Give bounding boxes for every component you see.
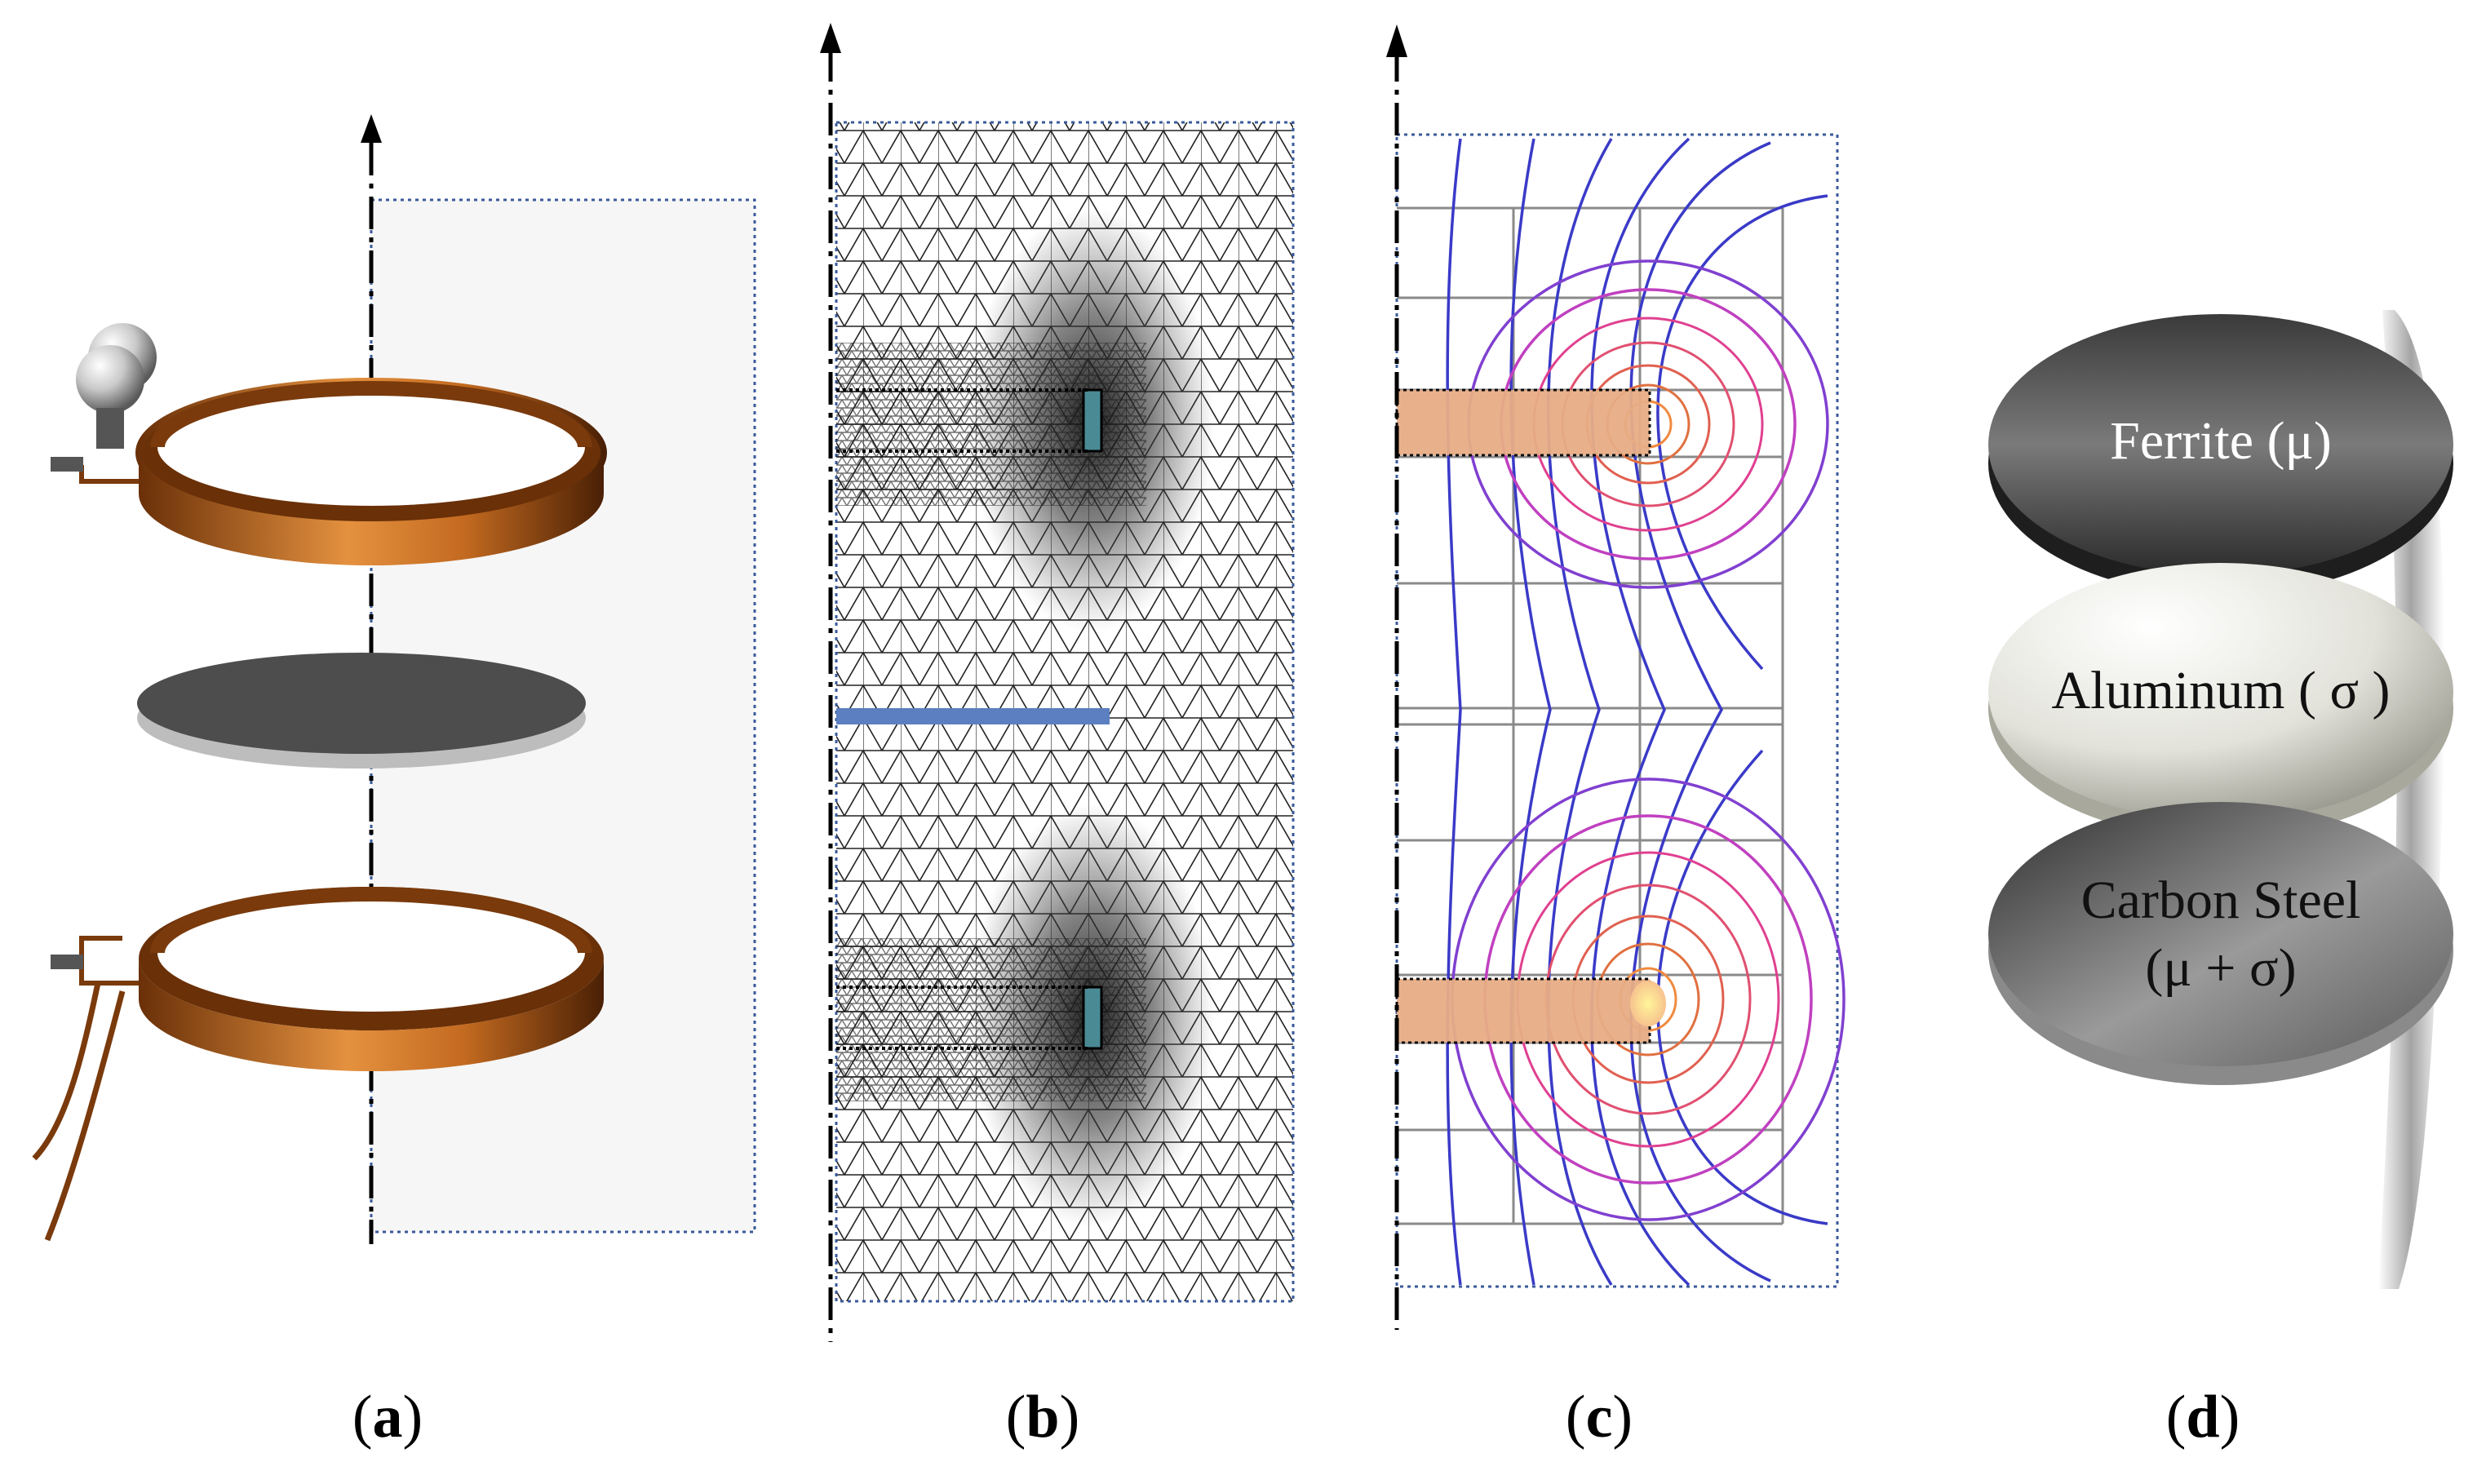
plate-section: [836, 708, 1110, 724]
ferrite-disc: Ferrite (μ): [1988, 314, 2453, 596]
axis-arrow-icon: [361, 114, 382, 143]
aluminum-disc: Aluminum ( σ ): [1988, 563, 2453, 839]
label-letter: b: [1026, 1384, 1060, 1451]
label-paren: ): [402, 1384, 423, 1451]
label-letter: c: [1585, 1384, 1613, 1451]
coil-section: [1082, 388, 1103, 453]
ferrite-label: Ferrite (μ): [2110, 411, 2332, 471]
panel-label-c: (c): [1518, 1383, 1681, 1452]
flux-lines-outer: [1446, 137, 1828, 1287]
panel-label-d: (d): [2121, 1383, 2284, 1452]
panel-b: [820, 23, 1295, 1342]
label-paren: ): [2219, 1384, 2240, 1451]
field-grid: [1397, 206, 1784, 1225]
coil-region: [1395, 977, 1651, 1044]
panel-label-a: (a): [306, 1383, 469, 1452]
aluminum-label: Aluminum ( σ ): [2051, 661, 2390, 720]
lower-coil: [32, 887, 604, 1242]
panel-c: [1386, 24, 1846, 1330]
terminal-icon: [51, 955, 83, 969]
panel-label-b: (b): [961, 1383, 1124, 1452]
label-paren: (: [2165, 1384, 2187, 1451]
label-paren: (: [1005, 1384, 1026, 1451]
upper-coil: [51, 323, 607, 565]
axis-arrow-icon: [820, 23, 841, 53]
label-paren: ): [1059, 1384, 1080, 1451]
panel-a: [32, 114, 756, 1244]
coil-section: [1082, 986, 1103, 1050]
coil-region: [1395, 388, 1651, 457]
test-plate: [137, 653, 586, 769]
label-letter: a: [372, 1384, 403, 1451]
label-paren: (: [352, 1384, 373, 1451]
carbon-steel-label-line1: Carbon Steel: [2081, 870, 2361, 930]
carbon-steel-label-line2: (μ + σ): [2145, 938, 2296, 998]
label-paren: (: [1565, 1384, 1586, 1451]
label-letter: d: [2186, 1384, 2220, 1451]
lead-wire: [32, 982, 101, 1161]
label-paren: ): [1612, 1384, 1633, 1451]
lead-wire: [44, 990, 126, 1242]
sensor-ball-icon: [76, 345, 144, 414]
panel-d: Ferrite (μ) Aluminum ( σ ) Carbon Steel …: [1988, 310, 2453, 1289]
field-peak: [1630, 981, 1666, 1026]
axis-arrow-icon: [1386, 24, 1407, 57]
disc-shadow: [2378, 310, 2444, 1289]
carbon-steel-disc: Carbon Steel (μ + σ): [1988, 802, 2453, 1085]
terminal-icon: [51, 457, 83, 472]
